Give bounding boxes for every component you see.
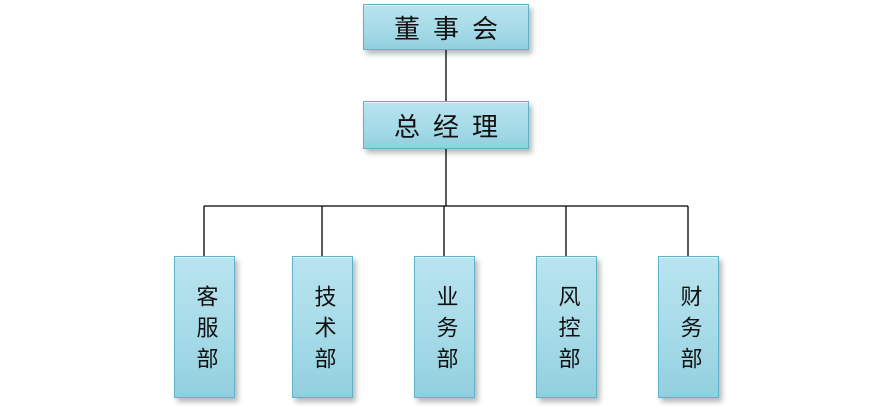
department-box-customer-service: 客服部 bbox=[174, 256, 235, 398]
department-label: 客服部 bbox=[192, 285, 218, 378]
department-box-technology: 技术部 bbox=[292, 256, 353, 398]
department-label: 财务部 bbox=[676, 285, 702, 378]
department-label: 风控部 bbox=[554, 285, 580, 378]
department-box-business: 业务部 bbox=[414, 256, 475, 398]
board-of-directors-box: 董事会 bbox=[363, 4, 529, 50]
department-label: 技术部 bbox=[310, 285, 336, 378]
general-manager-box: 总经理 bbox=[363, 101, 529, 149]
general-manager-label: 总经理 bbox=[393, 112, 511, 143]
department-label: 业务部 bbox=[432, 285, 458, 378]
department-box-risk-control: 风控部 bbox=[536, 256, 597, 398]
department-box-finance: 财务部 bbox=[658, 256, 719, 398]
board-of-directors-label: 董事会 bbox=[393, 14, 511, 45]
